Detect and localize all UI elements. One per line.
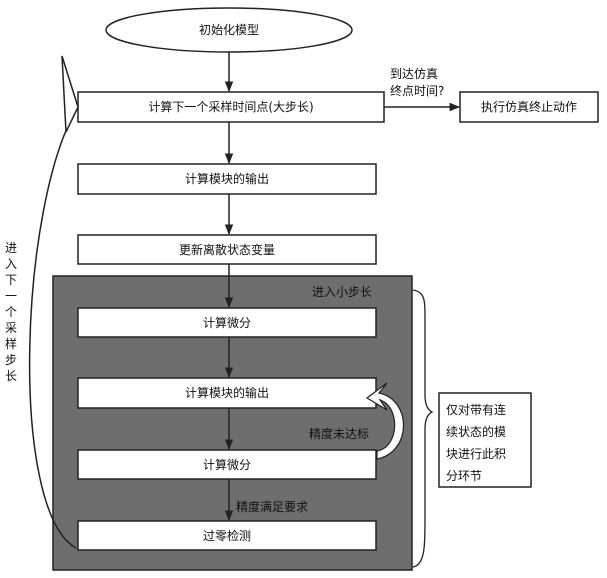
note-line-2: 续状态的模: [446, 424, 506, 439]
zero-crossing-label: 过零检测: [203, 528, 251, 543]
init-label: 初始化模型: [199, 23, 259, 37]
terminate-label: 执行仿真终止动作: [481, 99, 577, 114]
output2-label: 计算模块的输出: [185, 385, 269, 400]
terminate-box: [459, 91, 599, 123]
next-time-label: 计算下一个采样时间点(大步长): [148, 99, 313, 114]
note-line-1: 仅对带有连: [446, 402, 506, 417]
reach-end-label-2: 终点时间?: [390, 83, 444, 98]
next-step-return-arrowhead: [61, 55, 79, 133]
note-line-4: 分环节: [446, 469, 482, 483]
deriv1-label: 计算微分: [203, 315, 251, 330]
minor-step-brace: [412, 289, 434, 568]
deriv2-box: [77, 449, 377, 480]
accurate-label: 精度满足要求: [236, 499, 308, 514]
update-label: 更新离散状态变量: [179, 242, 275, 257]
deriv1-box: [77, 307, 377, 338]
next-step-label: 进入下一个采样步长: [5, 241, 18, 383]
output1-label: 计算模块的输出: [185, 171, 269, 186]
accuracy-loop-arrow: [365, 382, 405, 460]
note-box: [438, 392, 532, 488]
output1-box: [77, 163, 377, 195]
minor-step-label: 进入小步长: [312, 285, 372, 299]
next-step-return-arrow: [28, 106, 79, 549]
not-accurate-label: 精度未达标: [309, 426, 369, 441]
note-line-3: 块进行此积: [446, 447, 506, 461]
zero-crossing-box: [77, 520, 377, 551]
deriv2-label: 计算微分: [203, 457, 251, 472]
reach-end-label-1: 到达仿真: [390, 67, 438, 81]
